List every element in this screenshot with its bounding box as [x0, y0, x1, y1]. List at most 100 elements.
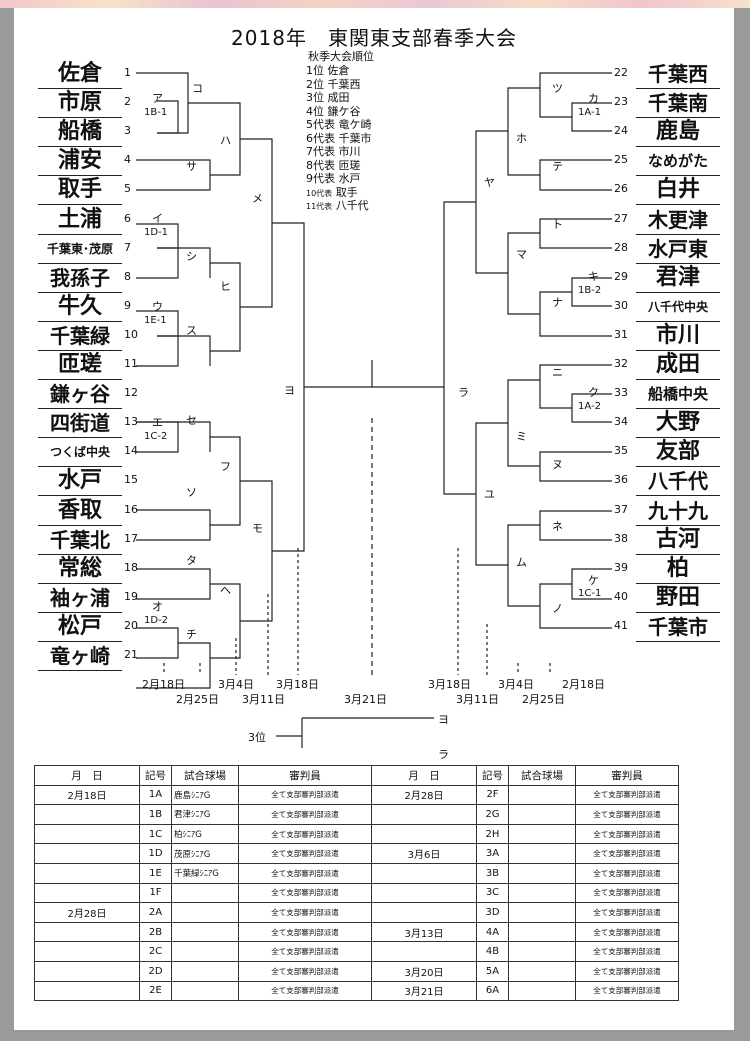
schedule-cell: 全て支部審判部派遣	[238, 862, 372, 884]
game-code-ko: コ	[192, 82, 203, 95]
schedule-cell	[171, 980, 239, 1002]
seed-number: 32	[614, 357, 628, 370]
game-code-he: ヘ	[220, 584, 231, 597]
game-code-ke: ケ	[588, 574, 599, 587]
game-code-ne: ネ	[552, 520, 563, 533]
team-r-4: なめがた	[636, 147, 720, 176]
schedule-cell: 2G	[476, 804, 509, 825]
schedule-cell	[34, 823, 140, 845]
game-code-mo: モ	[252, 522, 263, 535]
schedule-cell	[34, 804, 140, 825]
team-l-6: 土浦	[38, 206, 122, 235]
schedule-header-3: 審判員	[238, 765, 372, 786]
schedule-cell: 全て支部審判部派遣	[238, 960, 372, 982]
game-code-ha: ハ	[220, 134, 231, 147]
team-l-9: 牛久	[38, 293, 122, 322]
schedule-cell: 2月28日	[371, 784, 477, 806]
schedule-header-0: 月 日	[34, 765, 140, 786]
schedule-cell	[171, 921, 239, 943]
game-code-nu: ヌ	[552, 458, 563, 471]
ranking-position: 7代表	[306, 145, 335, 158]
date-right-r2: 2月25日	[522, 693, 565, 706]
schedule-cell	[34, 960, 140, 982]
seed-number: 36	[614, 473, 628, 486]
schedule-cell: 2F	[476, 784, 509, 806]
schedule-cell	[508, 980, 576, 1002]
schedule-cell: 2月28日	[34, 902, 140, 923]
schedule-cell	[371, 902, 477, 923]
schedule-cell: 4A	[476, 921, 509, 943]
game-code-mi: ミ	[516, 430, 527, 443]
ranking-team: 市川	[338, 145, 361, 158]
schedule-cell: 全て支部審判部派遣	[238, 784, 372, 806]
game-code-shi: シ	[186, 250, 197, 263]
game-code-fu: フ	[220, 460, 231, 473]
floral-border	[0, 0, 750, 8]
game-id-ku: 1A-2	[578, 401, 601, 412]
ranking-team: 竜ケ崎	[338, 118, 372, 131]
game-code-na: ナ	[552, 296, 563, 309]
seed-number: 4	[124, 153, 131, 166]
seed-number: 34	[614, 415, 628, 428]
game-code-i: イ	[152, 212, 163, 225]
team-r-8: 君津	[636, 264, 720, 293]
schedule-header-1: 記号	[139, 765, 172, 786]
game-code-ku: ク	[588, 386, 599, 399]
ranking-item: 11代表 八千代	[306, 197, 369, 213]
schedule-cell	[508, 784, 576, 806]
ranking-position: 8代表	[306, 158, 335, 172]
seed-number: 1	[124, 66, 131, 79]
schedule-cell: 全て支部審判部派遣	[575, 960, 679, 982]
schedule-cell: 3B	[476, 862, 509, 884]
date-left-r3: 3月4日	[218, 678, 254, 691]
team-r-2: 千葉南	[636, 89, 720, 118]
schedule-cell: 全て支部審判部派遣	[575, 941, 679, 962]
bracket-lines	[136, 72, 612, 748]
team-r-7: 水戸東	[636, 235, 720, 264]
schedule-cell: 茂原ｼﾆｱG	[171, 843, 239, 864]
schedule-header-2: 試合球場	[171, 765, 239, 786]
schedule-cell	[371, 882, 477, 904]
schedule-cell: 全て支部審判部派遣	[575, 980, 679, 1002]
ranking-team: 成田	[327, 91, 350, 104]
schedule-cell	[171, 902, 239, 923]
schedule-cell: 1C	[139, 823, 172, 845]
team-l-7: 千葉東･茂原	[38, 235, 122, 264]
seed-number: 13	[124, 415, 138, 428]
game-id-a: 1B-1	[144, 107, 168, 118]
ranking-team: 佐倉	[327, 64, 350, 77]
game-code-ni: ニ	[552, 366, 563, 379]
date-left-r4: 3月11日	[242, 693, 285, 706]
date-left-r2: 2月25日	[176, 693, 219, 706]
schedule-cell: 3月20日	[371, 960, 477, 982]
game-code-mu: ム	[516, 556, 527, 569]
game-code-o: オ	[152, 600, 163, 613]
schedule-cell: 3A	[476, 843, 509, 864]
schedule-cell: 千葉緑ｼﾆｱG	[171, 862, 239, 884]
schedule-cell	[34, 980, 140, 1002]
date-right-r5: 3月18日	[428, 678, 471, 691]
team-l-20: 松戸	[38, 613, 122, 642]
date-left-r1: 2月18日	[142, 678, 185, 691]
seed-number: 40	[614, 590, 628, 603]
game-code-se: セ	[186, 414, 197, 427]
schedule-cell: 全て支部審判部派遣	[238, 823, 372, 845]
team-l-13: 四街道	[38, 409, 122, 438]
schedule-cell: 2B	[139, 921, 172, 943]
seed-number: 18	[124, 561, 138, 574]
team-l-11: 匝瑳	[38, 351, 122, 380]
schedule-header-6: 試合球場	[508, 765, 576, 786]
seed-number: 35	[614, 444, 628, 457]
seed-number: 12	[124, 386, 138, 399]
ranking-team: 鎌ケ谷	[327, 104, 361, 118]
team-l-8: 我孫子	[38, 264, 122, 293]
team-r-15: 八千代	[636, 467, 720, 496]
game-id-u: 1E-1	[144, 315, 167, 326]
